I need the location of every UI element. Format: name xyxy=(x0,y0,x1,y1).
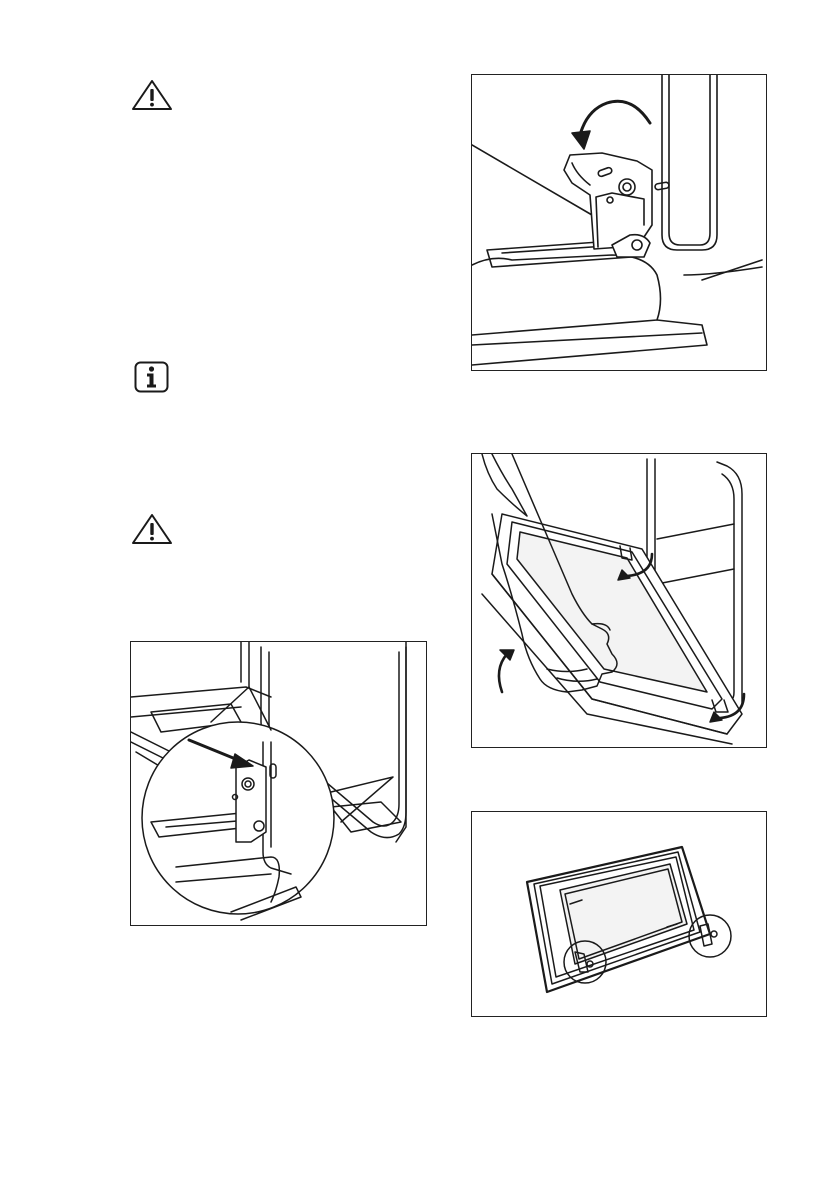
hinge-lever-press-illustration xyxy=(130,641,427,926)
warning-icon xyxy=(131,79,173,111)
door-on-surface-illustration xyxy=(471,811,767,1017)
warning-icon xyxy=(131,513,173,545)
info-icon xyxy=(134,361,169,393)
hinge-lever-rotate-illustration xyxy=(471,74,767,371)
door-lift-off-illustration xyxy=(471,453,767,748)
